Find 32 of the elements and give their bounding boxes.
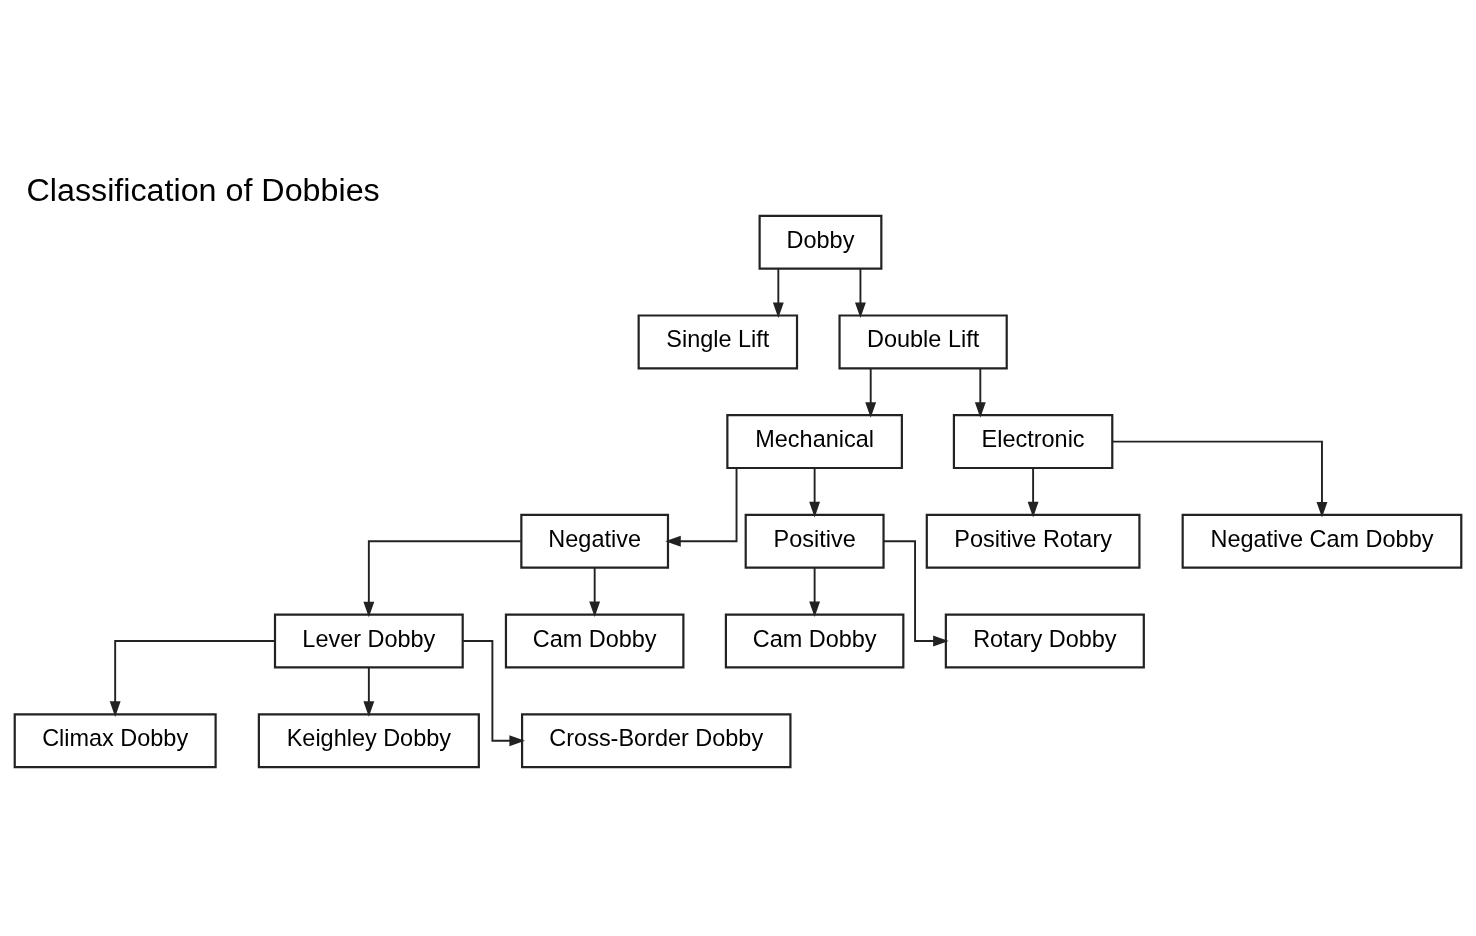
arrow xyxy=(589,567,601,618)
arrow xyxy=(363,540,522,618)
node-box: Negative Cam Dobby xyxy=(1181,513,1463,569)
arrow xyxy=(772,267,784,318)
node-box: Cross-Border Dobby xyxy=(521,713,792,769)
node-box: Electronic xyxy=(952,414,1114,470)
arrow xyxy=(855,267,866,318)
node-box: Negative xyxy=(520,513,670,569)
arrow xyxy=(882,540,949,647)
node-box: Cam Dobby xyxy=(724,613,905,669)
arrow xyxy=(665,467,738,547)
node-box: Positive xyxy=(744,513,885,569)
arrow xyxy=(1111,440,1328,518)
node-box: Dobby xyxy=(758,214,883,270)
node-box: Cam Dobby xyxy=(504,613,685,669)
arrow xyxy=(865,367,877,418)
arrow xyxy=(974,367,986,418)
node-box: Positive Rotary xyxy=(925,513,1141,569)
arrow xyxy=(809,467,821,518)
node-box: Lever Dobby xyxy=(273,613,464,669)
arrow xyxy=(1027,467,1039,518)
node-box: Keighley Dobby xyxy=(257,713,480,769)
node-box: Single Lift xyxy=(637,314,799,370)
node-box: Double Lift xyxy=(838,314,1008,370)
node-box: Mechanical xyxy=(726,414,903,470)
arrow xyxy=(109,640,276,717)
node-box: Rotary Dobby xyxy=(944,613,1145,669)
diagram-title: Classification of Dobbies xyxy=(26,171,380,208)
arrow xyxy=(462,640,525,747)
arrow xyxy=(809,567,821,618)
arrow xyxy=(363,666,375,717)
node-box: Climax Dobby xyxy=(13,713,217,769)
